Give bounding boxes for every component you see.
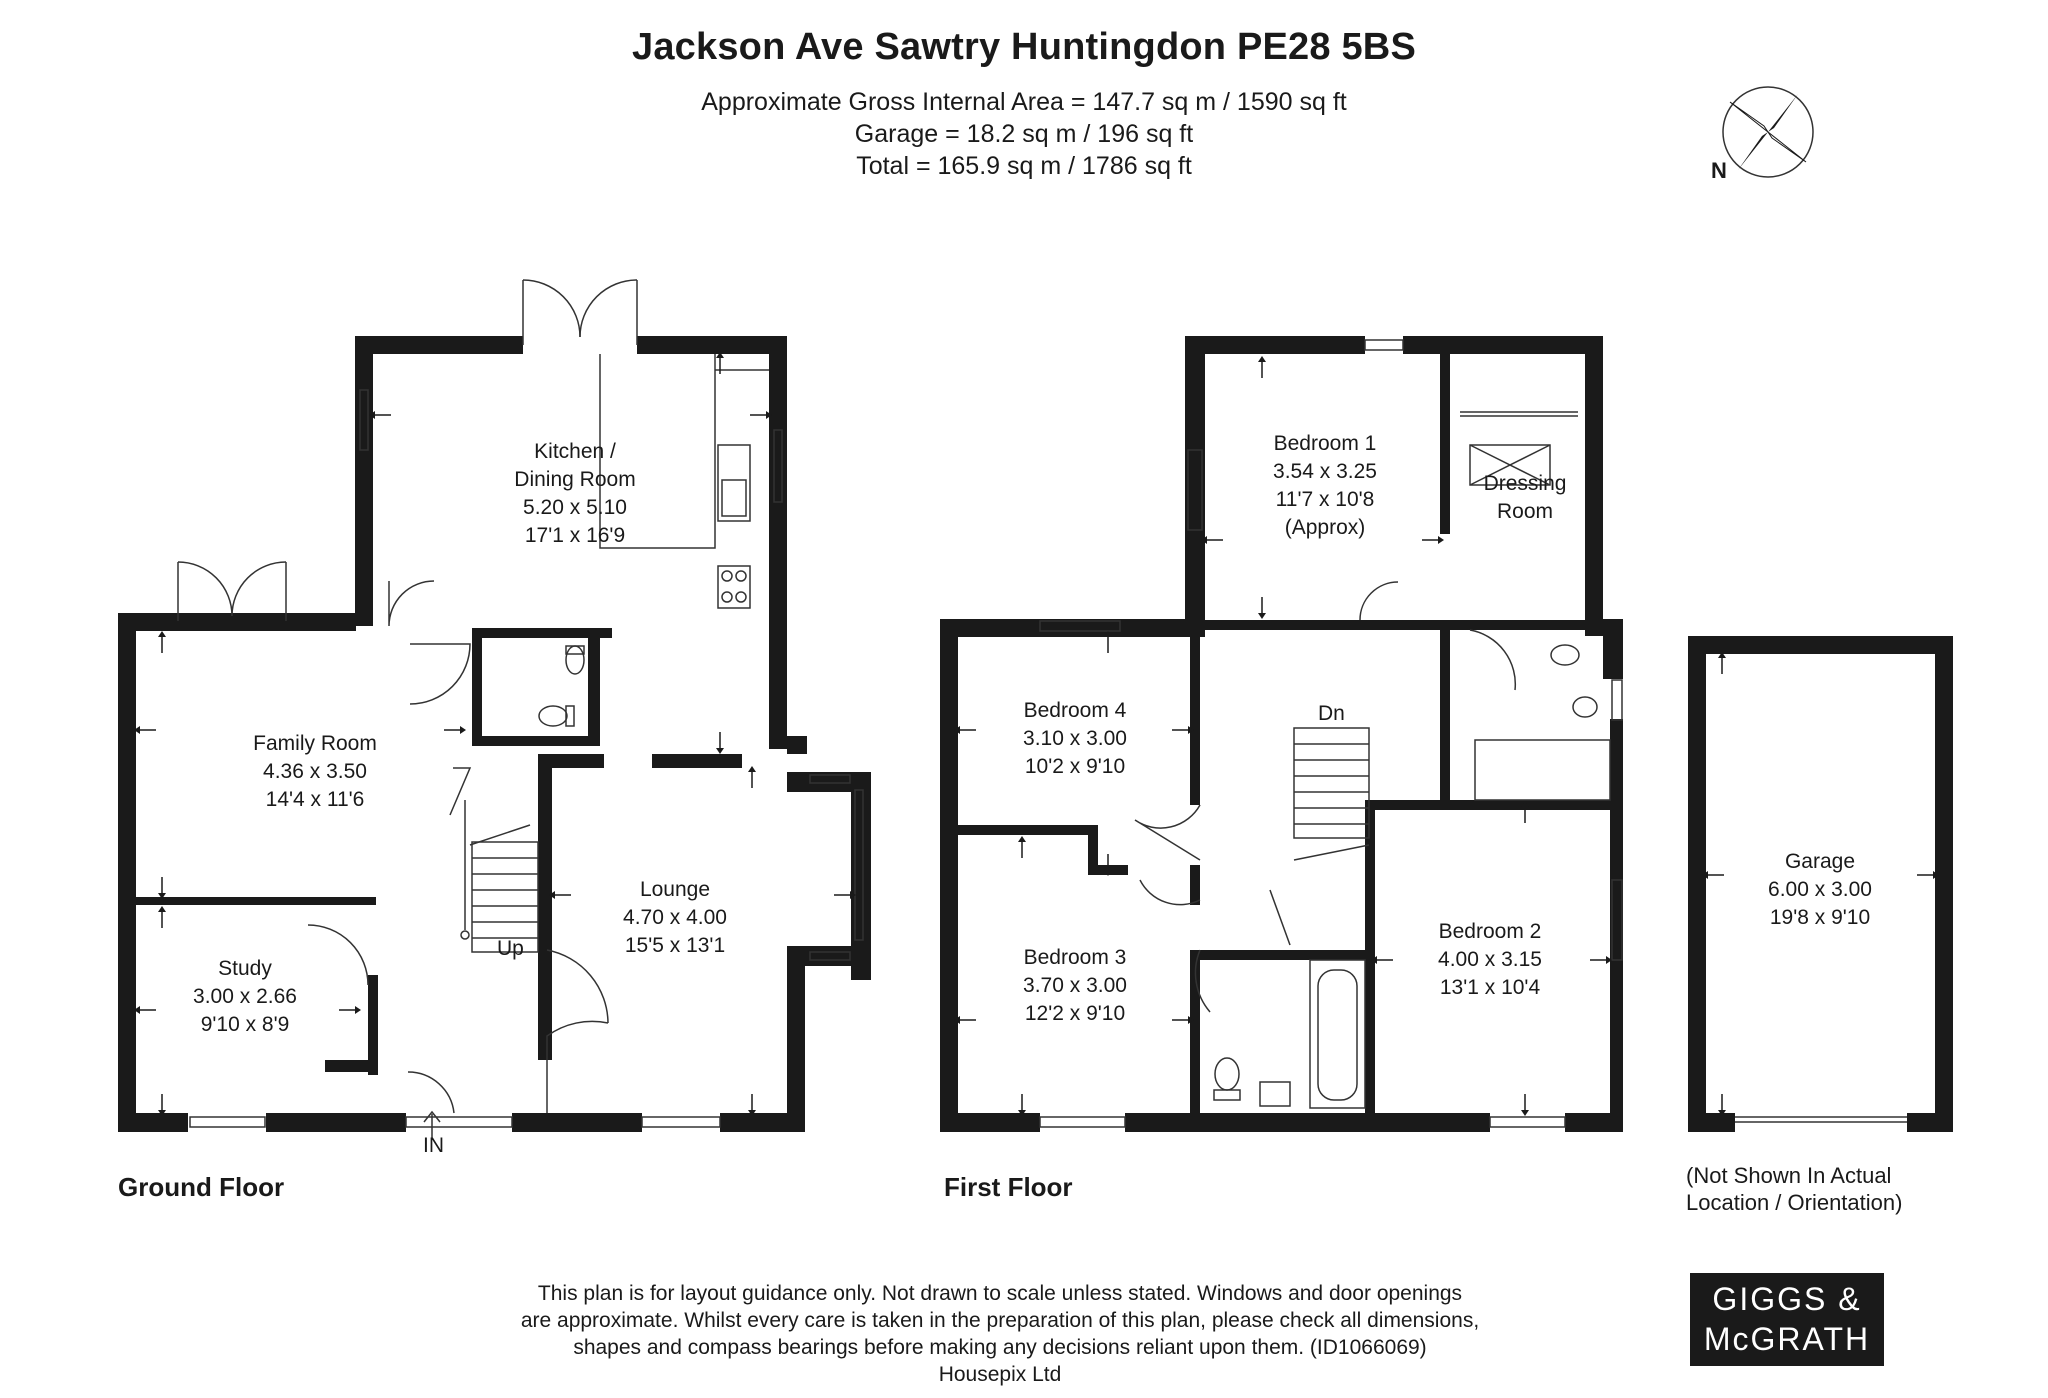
room-garage-metric: 6.00 x 3.00 — [1768, 878, 1872, 901]
stairs-up-label: Up — [497, 937, 524, 960]
area-line-total: Total = 165.9 sq m / 1786 sq ft — [856, 152, 1192, 180]
first-floor-label: First Floor — [944, 1172, 1073, 1202]
room-bedroom2-name: Bedroom 2 — [1438, 920, 1542, 943]
giggs-mcgrath-logo: GIGGS & McGRATH — [1690, 1273, 1884, 1366]
room-family-metric: 4.36 x 3.50 — [263, 760, 367, 783]
room-bedroom1-note: (Approx) — [1284, 516, 1366, 539]
room-bedroom4-metric: 3.10 x 3.00 — [1023, 727, 1127, 750]
stairs-down-label: Dn — [1318, 702, 1345, 725]
room-lounge-imperial: 15'5 x 13'1 — [624, 934, 726, 957]
area-line-gross: Approximate Gross Internal Area = 147.7 … — [701, 88, 1347, 116]
garage-note-line2: Location / Orientation) — [1686, 1190, 1903, 1215]
room-bedroom2-metric: 4.00 x 3.15 — [1438, 948, 1542, 971]
room-kitchen-name1: Kitchen / — [534, 440, 616, 463]
room-study-imperial: 9'10 x 8'9 — [200, 1013, 290, 1036]
room-lounge-metric: 4.70 x 4.00 — [623, 906, 727, 929]
room-dressing-name2: Room — [1496, 500, 1554, 523]
disclaimer-line3: shapes and compass bearings before makin… — [573, 1336, 1427, 1359]
disclaimer-line1: This plan is for layout guidance only. N… — [537, 1282, 1463, 1305]
room-study-name: Study — [218, 957, 272, 980]
room-bedroom1-name: Bedroom 1 — [1273, 432, 1377, 455]
logo-line1: GIGGS & — [1712, 1281, 1862, 1317]
room-kitchen-imperial: 17'1 x 16'9 — [524, 524, 626, 547]
room-bedroom1-metric: 3.54 x 3.25 — [1273, 460, 1377, 483]
room-study-metric: 3.00 x 2.66 — [193, 985, 297, 1008]
disclaimer-line4: Housepix Ltd — [938, 1363, 1062, 1386]
room-bedroom2: Bedroom 2 4.00 x 3.15 13'1 x 10'4 — [1405, 918, 1575, 1002]
compass-north-label: N — [1711, 158, 1727, 183]
room-bedroom3-imperial: 12'2 x 9'10 — [1024, 1002, 1126, 1025]
room-kitchen-name2: Dining Room — [514, 468, 636, 491]
garage-walls — [1688, 636, 1953, 1132]
room-lounge: Lounge 4.70 x 4.00 15'5 x 13'1 — [585, 876, 765, 960]
room-bedroom1: Bedroom 1 3.54 x 3.25 11'7 x 10'8 (Appro… — [1240, 430, 1410, 542]
room-dressing: Dressing Room — [1465, 470, 1585, 526]
room-bedroom1-imperial: 11'7 x 10'8 — [1275, 488, 1375, 511]
ground-floor-walls — [118, 336, 871, 1132]
room-kitchen-metric: 5.20 x 5.10 — [523, 496, 627, 519]
room-family-name: Family Room — [253, 732, 377, 755]
garage-fittings — [1735, 1116, 1907, 1123]
room-kitchen: Kitchen / Dining Room 5.20 x 5.10 17'1 x… — [480, 438, 670, 550]
room-study: Study 3.00 x 2.66 9'10 x 8'9 — [160, 955, 330, 1039]
room-bedroom4-imperial: 10'2 x 9'10 — [1024, 755, 1126, 778]
ground-floor-fittings — [177, 279, 864, 1140]
room-lounge-name: Lounge — [639, 878, 711, 901]
area-line-garage: Garage = 18.2 sq m / 196 sq ft — [854, 120, 1194, 148]
room-garage: Garage 6.00 x 3.00 19'8 x 9'10 — [1740, 848, 1900, 932]
room-dressing-name1: Dressing — [1483, 472, 1567, 495]
room-bedroom3: Bedroom 3 3.70 x 3.00 12'2 x 9'10 — [990, 944, 1160, 1028]
ground-floor-label: Ground Floor — [118, 1172, 285, 1202]
logo-line2: McGRATH — [1703, 1321, 1871, 1357]
room-garage-imperial: 19'8 x 9'10 — [1769, 906, 1871, 929]
garage-note-line1: (Not Shown In Actual — [1686, 1163, 1892, 1188]
compass-icon — [1722, 86, 1814, 178]
room-bedroom4-name: Bedroom 4 — [1023, 699, 1127, 722]
room-garage-name: Garage — [1784, 850, 1856, 873]
first-floor-fittings — [1039, 339, 1623, 1128]
room-family: Family Room 4.36 x 3.50 14'4 x 11'6 — [220, 730, 410, 814]
disclaimer-line2: are approximate. Whilst every care is ta… — [520, 1309, 1480, 1332]
room-family-imperial: 14'4 x 11'6 — [265, 788, 365, 811]
room-bedroom2-imperial: 13'1 x 10'4 — [1439, 976, 1541, 999]
entrance-label: IN — [423, 1134, 444, 1157]
room-bedroom3-name: Bedroom 3 — [1023, 946, 1127, 969]
room-bedroom3-metric: 3.70 x 3.00 — [1023, 974, 1127, 997]
first-floor-walls — [940, 336, 1623, 1132]
room-bedroom4: Bedroom 4 3.10 x 3.00 10'2 x 9'10 — [990, 697, 1160, 781]
address-title: Jackson Ave Sawtry Huntingdon PE28 5BS — [631, 26, 1416, 68]
